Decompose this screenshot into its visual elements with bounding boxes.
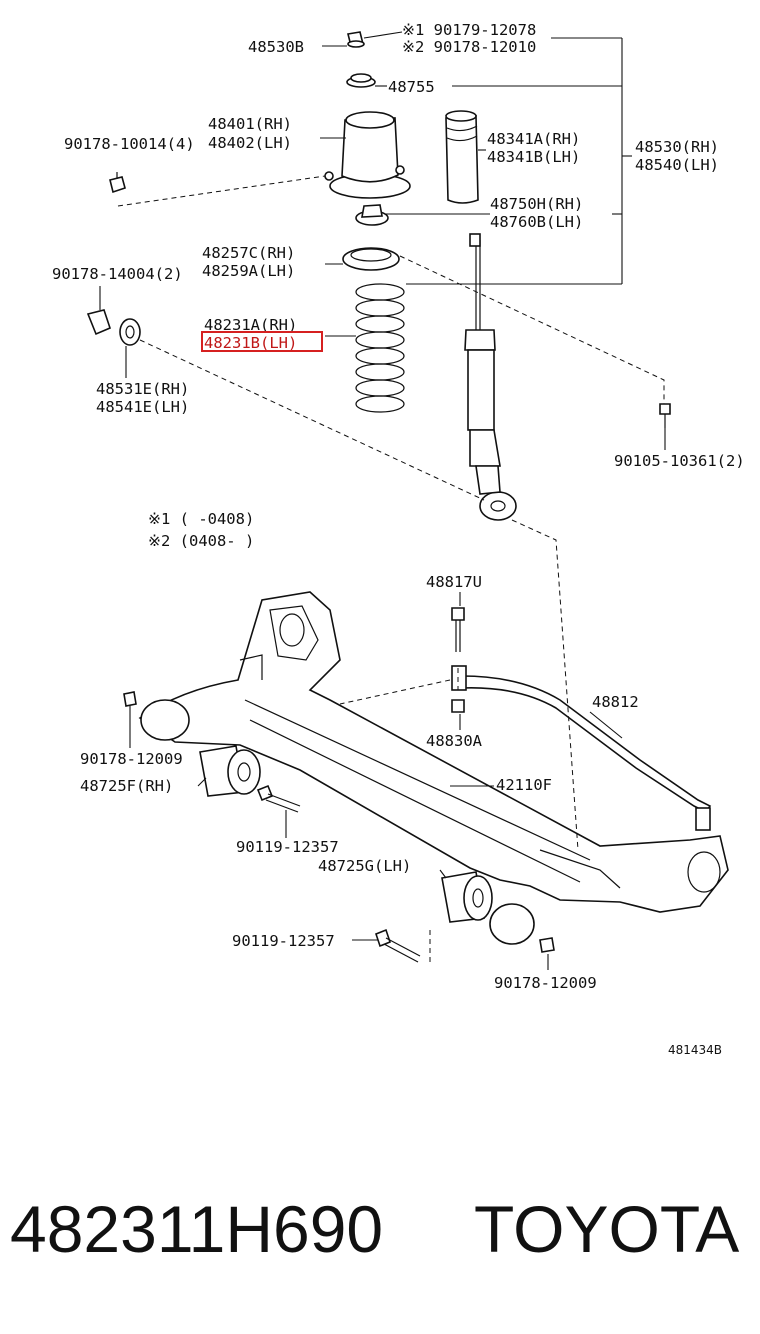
part-labels: ※1 90179-12078 ※2 90178-12010 48530B 487… xyxy=(52,21,745,1057)
label-48531E: 48531E(RH) xyxy=(96,380,189,398)
bushing-48725G xyxy=(441,871,493,923)
bolt-90119-12357-a xyxy=(256,784,301,813)
nut-90178-10014 xyxy=(109,172,126,194)
note-1: ※1 ( -0408) xyxy=(148,510,254,528)
figure-code: 481434B xyxy=(668,1043,722,1057)
label-48755: 48755 xyxy=(388,78,435,96)
bump-stopper xyxy=(445,110,479,204)
label-90119-12357-b: 90119-12357 xyxy=(232,932,335,950)
label-90178-12010: ※2 90178-12010 xyxy=(402,38,536,56)
label-90178-10014: 90178-10014(4) xyxy=(64,135,195,153)
bolt-90119-12357-b xyxy=(375,928,421,963)
spring-seat xyxy=(342,247,400,271)
coil-spring xyxy=(355,283,405,413)
nut-90178-14004 xyxy=(86,309,111,336)
axle-beam-42110F xyxy=(138,591,729,913)
upper-insulator xyxy=(355,204,389,226)
part-number: 482311H690 xyxy=(10,1192,384,1266)
nut-48830A xyxy=(451,699,465,713)
label-48725F: 48725F(RH) xyxy=(80,777,173,795)
top-nut xyxy=(347,31,365,48)
beam-left-bushing xyxy=(140,699,190,741)
label-48830A: 48830A xyxy=(426,732,483,750)
label-48725G: 48725G(LH) xyxy=(318,857,411,875)
label-48817U: 48817U xyxy=(426,573,482,591)
label-90178-12009-a: 90178-12009 xyxy=(80,750,183,768)
label-48259A: 48259A(LH) xyxy=(202,262,295,280)
bushing-48725F xyxy=(199,745,261,797)
label-48541E: 48541E(LH) xyxy=(96,398,189,416)
stabilizer-bar xyxy=(451,665,712,831)
label-48402: 48402(LH) xyxy=(208,134,292,152)
label-48257C: 48257C(RH) xyxy=(202,244,295,262)
label-90119-12357-a: 90119-12357 xyxy=(236,838,339,856)
highlight-box xyxy=(201,331,323,352)
brand-name: TOYOTA xyxy=(474,1192,740,1266)
label-48760B: 48760B(LH) xyxy=(490,213,583,231)
label-90178-14004: 90178-14004(2) xyxy=(52,265,183,283)
suspension-support xyxy=(324,111,411,199)
label-48401: 48401(RH) xyxy=(208,115,292,133)
label-48530B: 48530B xyxy=(248,38,304,56)
label-48530: 48530(RH) xyxy=(635,138,719,156)
label-48540: 48540(LH) xyxy=(635,156,719,174)
label-90179-12078: ※1 90179-12078 xyxy=(402,21,536,39)
bolt-48817U xyxy=(451,607,465,652)
leader-lines xyxy=(99,31,666,970)
label-48341A: 48341A(RH) xyxy=(487,130,580,148)
label-48812: 48812 xyxy=(592,693,639,711)
label-48341B: 48341B(LH) xyxy=(487,148,580,166)
label-48750H: 48750H(RH) xyxy=(490,195,583,213)
label-90178-12009-b: 90178-12009 xyxy=(494,974,597,992)
shock-absorber xyxy=(464,233,517,521)
label-48231B: 48231B(LH) xyxy=(204,334,297,352)
label-90105-10361: 90105-10361(2) xyxy=(614,452,745,470)
bolt-90105-10361 xyxy=(659,403,671,428)
bushing-48531E xyxy=(119,318,141,346)
beam-right-bushing xyxy=(489,903,535,945)
nut-90178-12009-b xyxy=(539,937,555,953)
washer-48755 xyxy=(346,73,376,88)
label-48231A: 48231A(RH) xyxy=(204,316,297,334)
label-42110F: 42110F xyxy=(496,776,552,794)
nut-90178-12009-a xyxy=(123,691,137,707)
note-2: ※2 (0408- ) xyxy=(148,532,254,550)
